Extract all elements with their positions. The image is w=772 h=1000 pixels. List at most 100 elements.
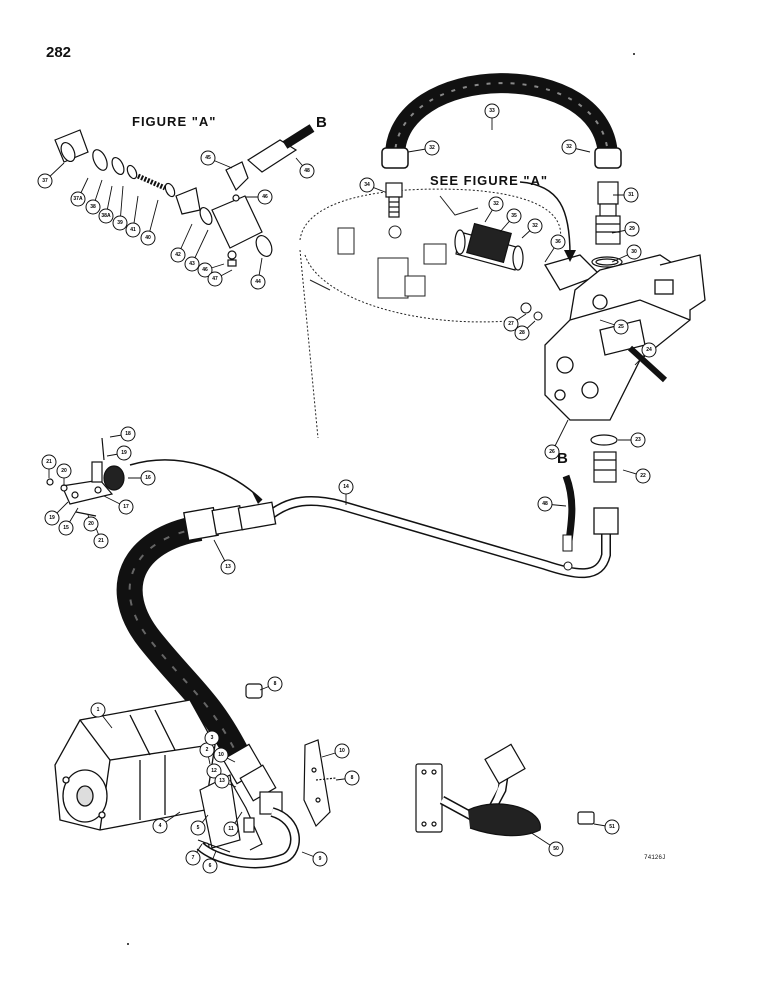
- callout-circle: [604, 819, 620, 835]
- callout-circle: [170, 247, 186, 263]
- callout-number: 20: [61, 468, 67, 474]
- callout-number: 17: [123, 504, 129, 510]
- callout-circle: [70, 191, 86, 207]
- callout-circle: [41, 454, 57, 470]
- callout-32: 32: [521, 218, 543, 239]
- callout-29: 29: [611, 221, 640, 237]
- pressure-tube-14: [258, 496, 619, 579]
- callout-number: 36: [555, 239, 561, 245]
- return-hose-33: [381, 73, 622, 169]
- callout-number: 2: [206, 747, 209, 753]
- callout-25: 25: [599, 319, 629, 335]
- callout-number: 9: [319, 856, 322, 862]
- callout-number: 19: [121, 450, 127, 456]
- callout-26: 26: [544, 419, 569, 460]
- callout-46: 46: [246, 189, 273, 205]
- callout-circle: [214, 773, 230, 789]
- callout-number: 16: [145, 475, 151, 481]
- callout-circle: [204, 730, 220, 746]
- callout-circle: [116, 445, 132, 461]
- callout-circle: [56, 463, 72, 479]
- callout-6: 6: [202, 850, 218, 874]
- callout-number: 14: [343, 484, 349, 490]
- callout-15: 15: [58, 507, 79, 536]
- callout-circle: [424, 140, 440, 156]
- callout-32: 32: [407, 140, 440, 156]
- callout-7: 7: [185, 843, 203, 866]
- callout-44: 44: [250, 257, 266, 290]
- speck-mark: [127, 943, 129, 945]
- callout-10: 10: [213, 747, 236, 763]
- callout-14: 14: [338, 479, 354, 505]
- callout-number: 32: [493, 201, 499, 207]
- pressure-hose-13: [116, 501, 277, 766]
- arrow-head-14: [252, 492, 262, 504]
- callout-4: 4: [152, 811, 181, 834]
- callout-circle: [85, 199, 101, 215]
- callout-number: 27: [508, 321, 514, 327]
- callout-circle: [630, 432, 646, 448]
- callout-circle: [184, 256, 200, 272]
- callout-number: 32: [566, 144, 572, 150]
- callout-circle: [223, 821, 239, 837]
- callout-circle: [93, 533, 109, 549]
- control-valve-25: [544, 254, 706, 421]
- callout-circle: [202, 858, 218, 874]
- callout-1: 1: [90, 702, 113, 729]
- callout-number: 40: [145, 235, 151, 241]
- callout-number: 5: [197, 825, 200, 831]
- callout-20: 20: [83, 514, 99, 532]
- callout-48: 48: [537, 496, 567, 512]
- callout-number: 18: [125, 431, 131, 437]
- callout-circle: [125, 222, 141, 238]
- callout-circle: [641, 342, 657, 358]
- callout-number: 10: [339, 748, 345, 754]
- callout-number: 38: [90, 204, 96, 210]
- see-figure-a-label: SEE FIGURE "A": [430, 173, 549, 188]
- callout-28: 28: [514, 320, 536, 341]
- callout-circle: [140, 230, 156, 246]
- callout-number: 7: [192, 855, 195, 861]
- callout-circle: [206, 763, 222, 779]
- callout-circle: [312, 851, 328, 867]
- callout-number: 3: [211, 735, 214, 741]
- callout-number: 4: [159, 823, 162, 829]
- callout-42: 42: [170, 223, 193, 263]
- callout-11: 11: [223, 811, 243, 837]
- callout-9: 9: [301, 851, 328, 867]
- callout-circle: [544, 444, 560, 460]
- callout-circle: [197, 262, 213, 278]
- callout-38: 38: [85, 179, 103, 215]
- callout-36: 36: [544, 234, 566, 263]
- callout-32: 32: [484, 196, 504, 223]
- filter-35: [454, 222, 524, 271]
- callout-21: 21: [41, 454, 57, 478]
- callout-19: 19: [106, 445, 132, 461]
- callout-34: 34: [359, 177, 386, 193]
- callout-circle: [44, 510, 60, 526]
- callout-circle: [257, 189, 273, 205]
- callout-circle: [152, 818, 168, 834]
- callout-number: 30: [631, 249, 637, 255]
- callout-circle: [213, 747, 229, 763]
- callout-48: 48: [295, 157, 315, 179]
- fitting-34: [385, 182, 403, 218]
- callout-circle: [635, 468, 651, 484]
- callout-number: 21: [46, 459, 52, 465]
- callout-41: 41: [125, 195, 141, 238]
- callout-45: 45: [200, 150, 233, 169]
- callout-circle: [550, 234, 566, 250]
- callout-circle: [83, 516, 99, 532]
- callout-number: 37: [42, 178, 48, 184]
- callout-circle: [112, 215, 128, 231]
- callout-23: 23: [618, 432, 646, 448]
- callout-circle: [514, 325, 530, 341]
- callout-number: 34: [364, 182, 370, 188]
- callout-number: 12: [211, 768, 217, 774]
- callout-circle: [626, 244, 642, 260]
- page-number: 282: [46, 44, 72, 61]
- callout-number: 45: [205, 155, 211, 161]
- callout-43: 43: [184, 229, 209, 272]
- callout-number: 44: [255, 279, 261, 285]
